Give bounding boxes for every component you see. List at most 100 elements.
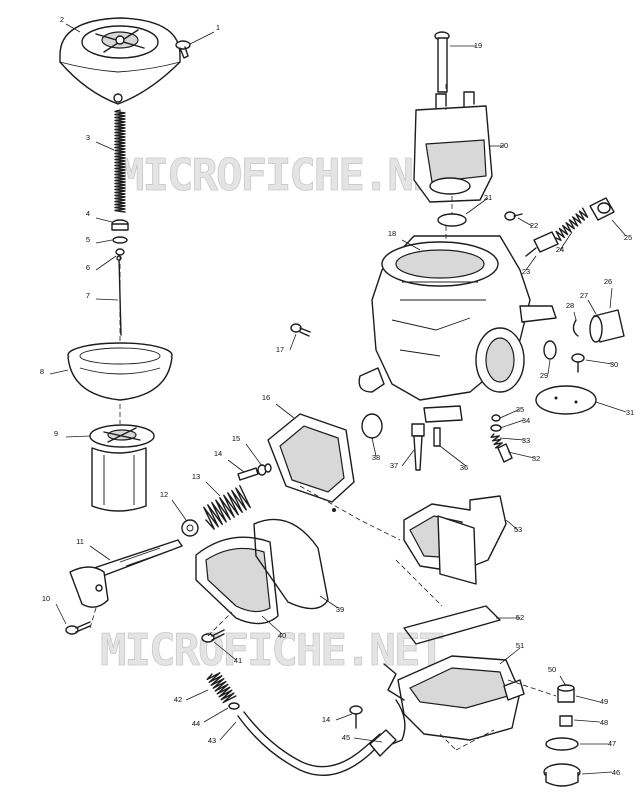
callout-7: 7: [86, 291, 90, 300]
leader-35: [499, 409, 519, 419]
leader-43: [219, 721, 237, 741]
leader-21: [465, 197, 489, 215]
leader-6: [95, 255, 117, 271]
bowl-gasket: [403, 605, 501, 645]
callout-48: 48: [600, 718, 608, 727]
callout-41: 41: [234, 656, 242, 665]
leader-4: [95, 217, 113, 223]
throttle-slide: [89, 424, 155, 512]
adapter-sleeve: [589, 309, 625, 343]
leader-38: [371, 437, 377, 457]
leader-13: [205, 481, 221, 497]
leader-23: [525, 255, 537, 271]
callout-43: 43: [208, 736, 216, 745]
housing-oring: [437, 213, 467, 227]
stop-screw: [237, 463, 272, 481]
callout-17: 17: [276, 345, 284, 354]
cover-screw: [175, 40, 191, 59]
leader-28: [573, 311, 577, 321]
needle-jet-37: [411, 423, 425, 471]
bowl-cover-gasket: [253, 518, 329, 610]
leader-2: [65, 23, 81, 33]
callout-22: 22: [530, 221, 538, 230]
jet-48: [559, 715, 573, 727]
callout-50: 50: [548, 665, 556, 674]
leader-27: [587, 299, 597, 315]
callout-15: 15: [232, 434, 240, 443]
callout-36: 36: [460, 463, 468, 472]
mixing-chamber-cover: [267, 413, 355, 512]
leader-39: [319, 595, 339, 609]
callout-40: 40: [278, 631, 286, 640]
callout-19: 19: [474, 41, 482, 50]
leader-32: [507, 451, 535, 459]
shaft-screw: [65, 621, 91, 635]
leader-42: [185, 689, 209, 701]
screw-30: [571, 353, 585, 373]
leader-53: [505, 519, 519, 531]
callout-39: 39: [336, 605, 344, 614]
leader-44: [203, 707, 229, 723]
plate-31: [535, 385, 597, 415]
callout-30: 30: [610, 360, 618, 369]
leader-26: [609, 287, 613, 309]
callout-28: 28: [566, 301, 574, 310]
leader-46: [581, 771, 613, 775]
leader-50: [559, 675, 567, 687]
callout-labels: 1234567891011121314141516171819202122232…: [40, 15, 634, 777]
leader-40: [261, 615, 283, 635]
leader-1: [189, 31, 215, 45]
float: [403, 495, 507, 585]
drain-tube-bracket: [383, 663, 406, 745]
leader-22: [517, 217, 533, 227]
cover-screw-41: [201, 629, 225, 643]
drain-hose: [237, 711, 397, 776]
leader-30: [585, 359, 613, 365]
leader-14a: [227, 459, 245, 473]
leader-29: [547, 359, 551, 375]
leader-31: [595, 401, 627, 413]
callout-2: 2: [60, 15, 64, 24]
leader-15: [245, 443, 263, 467]
leader-41: [213, 641, 237, 661]
callout-26: 26: [604, 277, 612, 286]
leader-34: [499, 419, 525, 429]
top-cover: [59, 17, 181, 105]
plug-49: [557, 684, 575, 703]
leader-48: [573, 719, 601, 723]
leader-14b: [335, 713, 353, 721]
callout-5: 5: [86, 235, 90, 244]
leader-37: [401, 449, 415, 467]
plunger-spring: [555, 207, 589, 241]
small-screw-22: [504, 211, 523, 221]
starter-plunger: [525, 231, 559, 257]
bowl-screw-14: [349, 705, 363, 729]
callout-20: 20: [500, 141, 508, 150]
leader-5: [95, 239, 113, 244]
callout-38: 38: [372, 453, 380, 462]
callout-16: 16: [262, 393, 270, 402]
washer-44: [228, 702, 240, 710]
callout-52: 52: [516, 613, 524, 622]
callout-31: 31: [626, 408, 634, 417]
callout-14a: 14: [214, 449, 222, 458]
seal-29: [543, 340, 557, 360]
return-spring: [203, 485, 251, 530]
callout-51: 51: [516, 641, 524, 650]
spring-seat: [111, 219, 129, 256]
plunger-nut: [589, 197, 615, 221]
callout-44: 44: [192, 719, 200, 728]
slide-spring: [114, 109, 126, 213]
callout-53: 53: [514, 525, 522, 534]
callout-25: 25: [624, 233, 632, 242]
throttle-housing: [413, 91, 493, 203]
leader-51: [499, 647, 521, 665]
carb-body: [358, 235, 557, 423]
diaphragm: [67, 342, 173, 401]
oring-47: [545, 737, 579, 751]
callout-6: 6: [86, 263, 90, 272]
bowl-cover: [195, 536, 279, 625]
callout-37: 37: [390, 461, 398, 470]
